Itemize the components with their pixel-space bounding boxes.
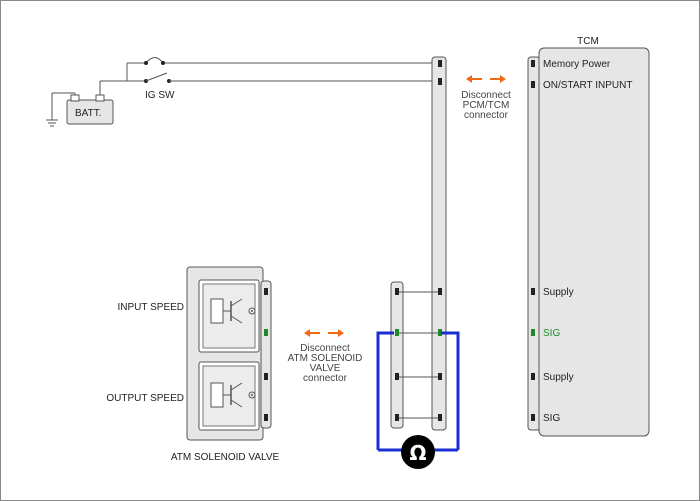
harness-connector-right — [431, 56, 447, 431]
input-speed-label: INPUT SPEED — [118, 302, 185, 313]
battery — [66, 99, 114, 125]
connector-pin — [438, 288, 442, 295]
fuse — [145, 57, 164, 64]
valve-connector — [260, 280, 272, 429]
connector-pin — [438, 414, 442, 421]
input-speed-sensor — [198, 279, 260, 353]
valve-pin — [264, 288, 268, 295]
battery-circuit — [46, 57, 436, 127]
disconnect-pcm-line2: PCM/TCM — [463, 100, 510, 111]
ohmmeter-icon — [401, 435, 435, 469]
disconnect-atm-line2: ATM SOLENOID — [288, 353, 363, 364]
valve-pin — [264, 414, 268, 421]
connector-pin — [395, 414, 399, 421]
ig-switch-label: IG SW — [145, 90, 175, 101]
connector-pin — [395, 373, 399, 380]
ohmmeter-symbol: Ω — [409, 441, 426, 465]
tcm-pin-label: SIG — [543, 328, 560, 339]
battery-terminal-negative — [70, 94, 80, 102]
tcm-pin-label: Supply — [543, 372, 574, 383]
tcm-pin-label: SIG — [543, 413, 560, 424]
disconnect-pcm-arrow — [466, 75, 506, 83]
output-speed-label: OUTPUT SPEED — [106, 393, 184, 404]
disconnect-pcm-line1: Disconnect — [461, 90, 511, 101]
valve-pin — [264, 373, 268, 380]
connector-pin-signal — [438, 329, 442, 336]
tcm-module — [538, 47, 650, 437]
battery-terminal-positive — [95, 94, 105, 102]
tcm-pin-label: Memory Power — [543, 59, 611, 70]
connector-pin — [438, 78, 442, 85]
disconnect-atm-line3: VALVE — [310, 363, 341, 374]
valve-label: ATM SOLENOID VALVE — [171, 452, 280, 463]
tcm-pin — [531, 81, 535, 88]
tcm-pin — [531, 60, 535, 67]
disconnect-atm-arrow — [304, 329, 344, 337]
battery-label: BATT. — [75, 108, 101, 119]
disconnect-atm-line4: connector — [303, 373, 348, 384]
disconnect-pcm-line3: connector — [464, 110, 509, 121]
connector-pin-signal — [395, 329, 399, 336]
disconnect-atm-line1: Disconnect — [300, 343, 350, 354]
valve-pin-signal — [264, 329, 268, 336]
tcm-pin — [531, 288, 535, 295]
connector-pin — [438, 60, 442, 67]
meter-lead-left — [376, 331, 394, 450]
tcm-pin-label: Supply — [543, 287, 574, 298]
meter-lead-right — [441, 331, 460, 450]
connector-pin — [438, 373, 442, 380]
tcm-title: TCM — [577, 36, 599, 47]
tcm-pin — [531, 414, 535, 421]
tcm-pin — [531, 373, 535, 380]
ig-switch — [145, 72, 168, 82]
tcm-pin-label: ON/START INPUNT — [543, 80, 632, 91]
output-speed-sensor — [198, 361, 260, 431]
tcm-pin-signal — [531, 329, 535, 336]
connector-pin — [395, 288, 399, 295]
harness-connector-left — [390, 281, 404, 429]
